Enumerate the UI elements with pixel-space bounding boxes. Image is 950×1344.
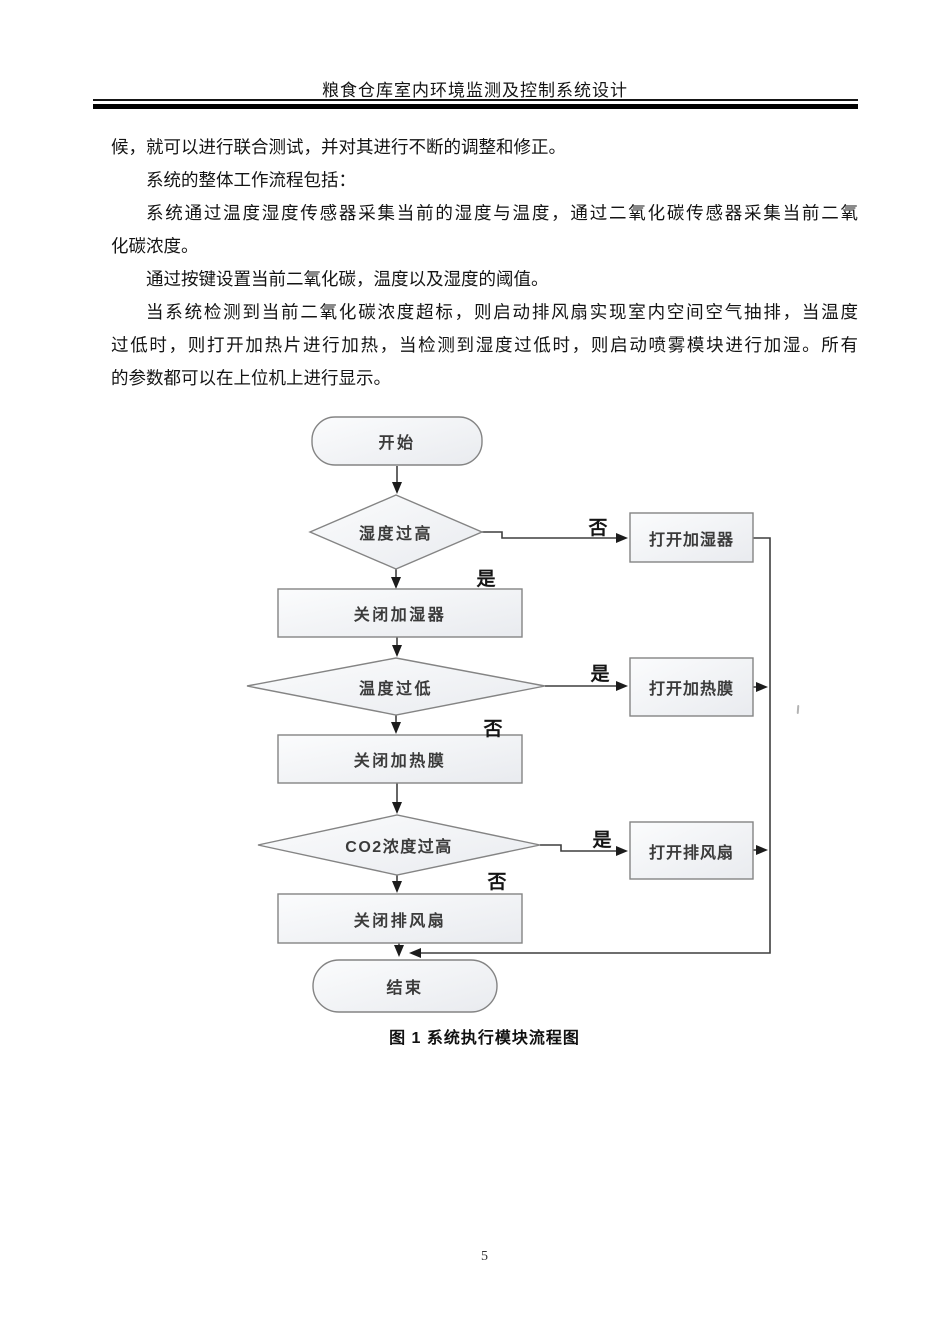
open-heater-label: 打开加热膜 <box>648 681 734 698</box>
co2-decision-label: CO2浓度过高 <box>345 839 453 856</box>
body-line: 当系统检测到当前二氧化碳浓度超标，则启动排风扇实现室内空间空气抽排，当温度 <box>146 302 858 322</box>
header-rule-thin <box>93 99 858 101</box>
body-text: 候，就可以进行联合测试，并对其进行不断的调整和修正。 系统的整体工作流程包括： … <box>111 131 858 395</box>
branch-label-humidity-no: 否 <box>588 517 608 539</box>
page-header-title: 粮食仓库室内环境监测及控制系统设计 <box>322 81 628 100</box>
close-humidifier-label: 关闭加湿器 <box>353 607 447 624</box>
end-node-label: 结束 <box>386 980 424 997</box>
open-humidifier-label: 打开加湿器 <box>648 531 734 549</box>
start-node-label: 开始 <box>378 435 416 452</box>
close-heater-label: 关闭加热膜 <box>353 753 447 770</box>
figure-caption: 图 1 系统执行模块流程图 <box>389 1030 580 1047</box>
branch-label-temp-no: 否 <box>483 718 503 740</box>
header-rule-thick <box>93 104 858 109</box>
branch-label-humidity-yes: 是 <box>476 568 496 590</box>
branch-label-co2-yes: 是 <box>592 829 612 851</box>
body-line: 化碳浓度。 <box>111 236 199 256</box>
temp-decision-label: 温度过低 <box>358 680 433 698</box>
body-line: 系统的整体工作流程包括： <box>146 170 356 190</box>
humidity-decision-label: 湿度过高 <box>358 526 433 543</box>
page-number: 5 <box>481 1249 488 1264</box>
body-line: 候，就可以进行联合测试，并对其进行不断的调整和修正。 <box>111 137 566 157</box>
close-fan-label: 关闭排风扇 <box>353 912 447 930</box>
body-line: 的参数都可以在上位机上进行显示。 <box>111 368 391 388</box>
body-line: 通过按键设置当前二氧化碳，温度以及湿度的阈值。 <box>146 269 549 289</box>
branch-label-co2-no: 否 <box>487 871 507 893</box>
body-line: 系统通过温度湿度传感器采集当前的湿度与温度，通过二氧化碳传感器采集当前二氧 <box>146 203 858 223</box>
body-line: 过低时，则打开加热片进行加热，当检测到湿度过低时，则启动喷雾模块进行加湿。所有 <box>111 335 858 355</box>
scan-artifact-mark <box>796 704 800 715</box>
open-fan-label: 打开排风扇 <box>648 844 734 862</box>
branch-label-temp-yes: 是 <box>590 663 610 685</box>
